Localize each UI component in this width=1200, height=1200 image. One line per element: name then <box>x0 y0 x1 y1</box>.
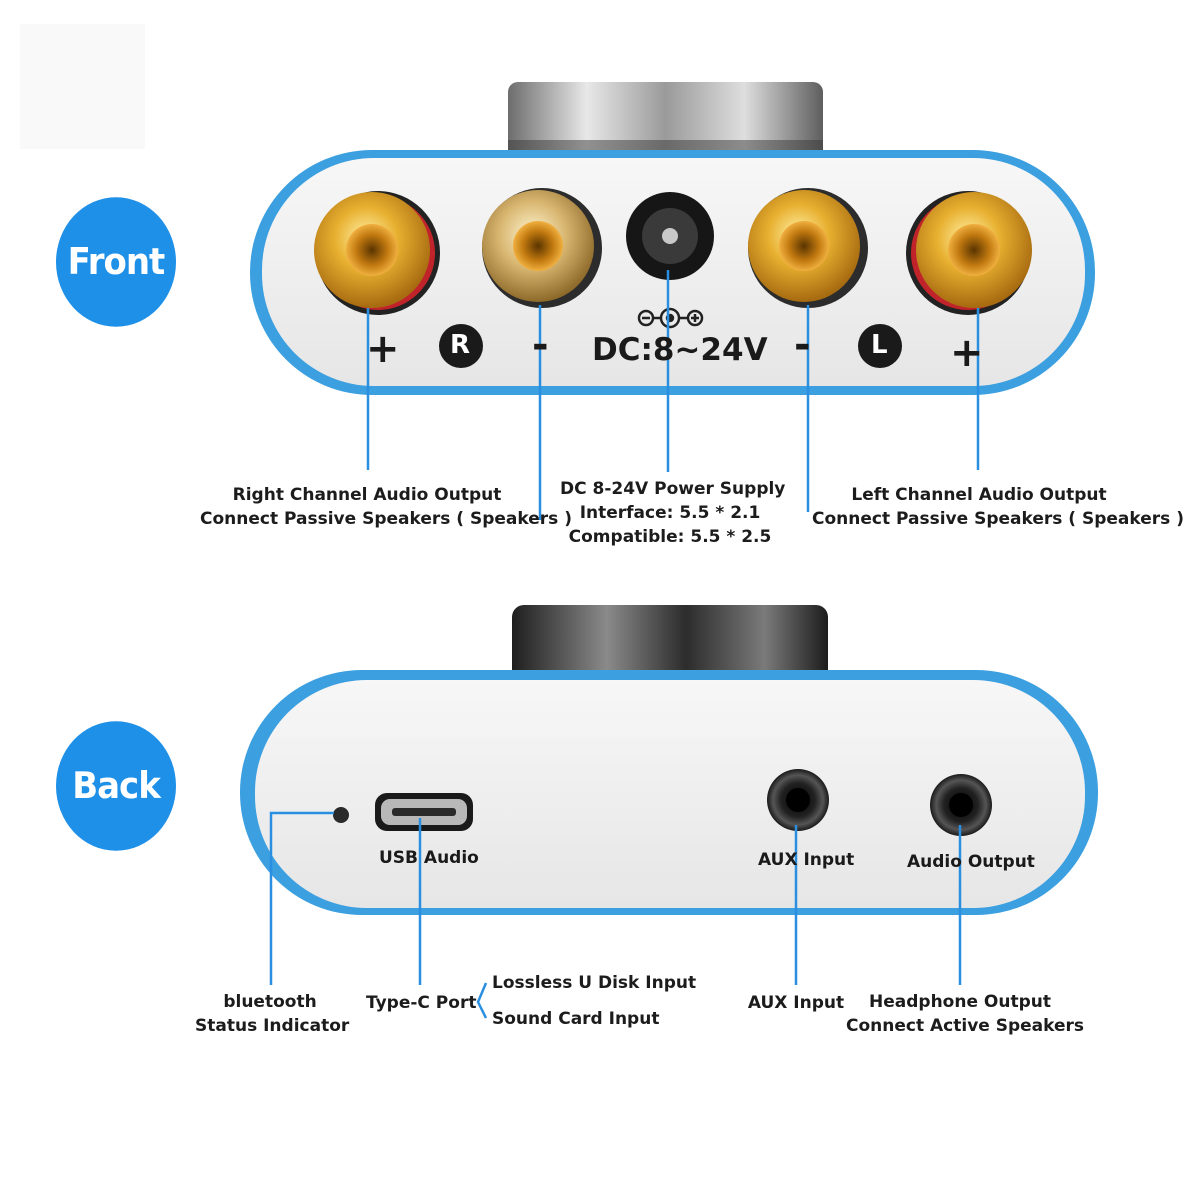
callout-right-channel: Right Channel Audio Output Connect Passi… <box>200 485 572 529</box>
r-mark-label: R <box>450 330 471 360</box>
left-negative-binding-post <box>748 188 868 308</box>
l-mark-label: L <box>871 330 888 360</box>
r-mark-circle <box>439 324 483 368</box>
dc-power-jack <box>626 192 714 280</box>
usb-audio-label: USB Audio <box>379 848 479 868</box>
callout-left-channel: Left Channel Audio Output Connect Passiv… <box>812 485 1184 529</box>
aux-input-jack <box>767 769 829 831</box>
type-c-branch <box>476 982 488 1019</box>
left-positive-binding-post <box>906 191 1032 315</box>
callout-lossless-u-disk: Lossless U Disk Input <box>492 973 697 993</box>
dc-voltage-label: DC:8∼24V <box>592 332 768 368</box>
right-negative-binding-post <box>482 188 602 308</box>
callout-headphone: Headphone Output Connect Active Speakers <box>846 992 1085 1036</box>
callout-type-c-port: Type-C Port <box>366 993 477 1013</box>
callout-aux-input: AUX Input <box>747 993 845 1013</box>
leader-bluetooth <box>269 811 334 985</box>
left-minus-label: - <box>794 322 811 368</box>
audio-output-panel-label: Audio Output <box>907 852 1035 872</box>
right-minus-label: - <box>532 322 549 368</box>
callout-sound-card: Sound Card Input <box>492 1009 660 1029</box>
back-volume-knob <box>512 605 828 690</box>
dc-polarity-icon <box>637 307 704 329</box>
left-plus-label: + <box>950 330 984 376</box>
l-mark-circle <box>858 324 902 368</box>
usb-c-port <box>375 793 473 831</box>
right-positive-binding-post <box>314 191 440 315</box>
front-badge: Front <box>56 197 176 327</box>
callout-bluetooth: bluetooth Status Indicator <box>195 992 350 1036</box>
right-plus-label: + <box>366 326 400 372</box>
watermark-logo <box>20 24 145 149</box>
aux-input-panel-label: AUX Input <box>758 850 855 870</box>
callout-dc-power: DC 8-24V Power Supply Interface: 5.5 * 2… <box>560 479 786 547</box>
audio-output-jack <box>930 774 992 836</box>
back-housing <box>240 670 1098 915</box>
bluetooth-status-led <box>333 807 349 823</box>
back-badge: Back <box>56 721 176 851</box>
